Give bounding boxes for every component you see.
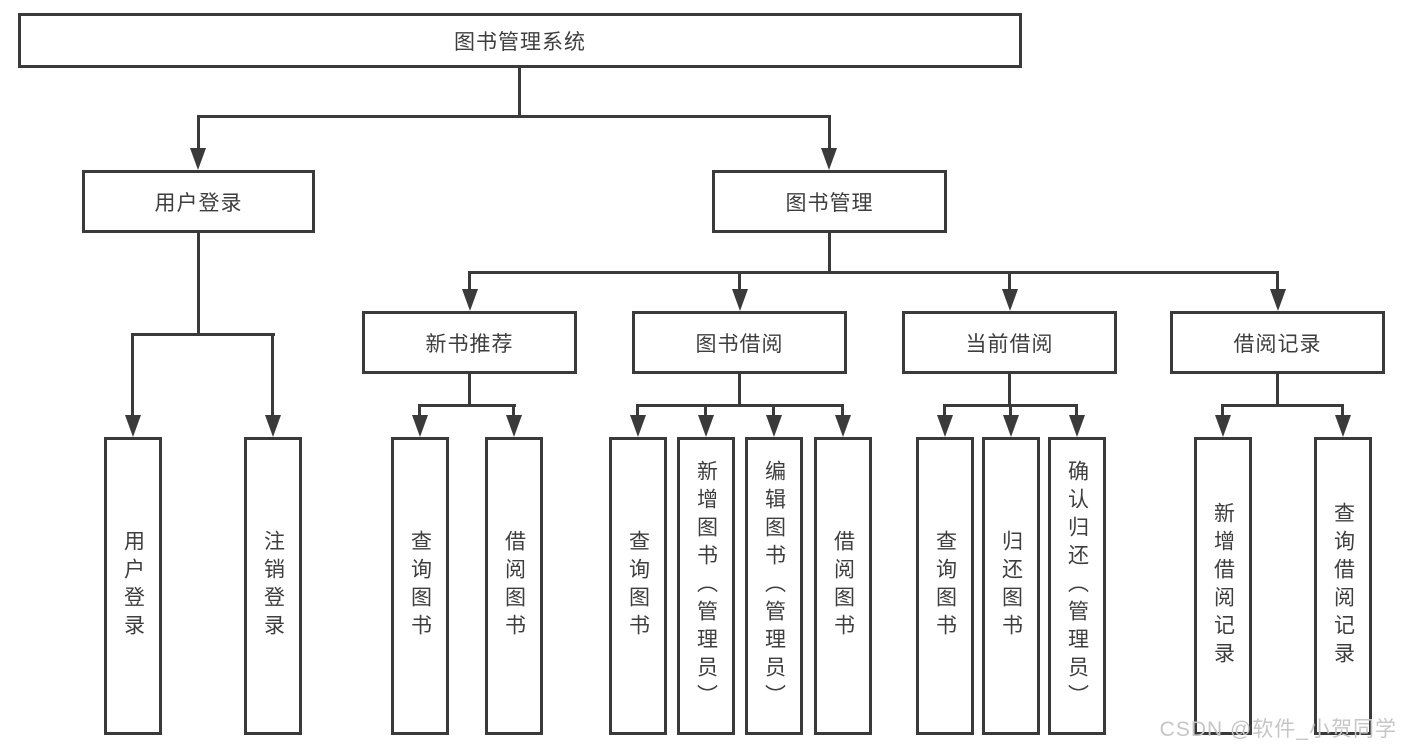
node-root-label: 图书管理系统: [454, 30, 586, 54]
connector-line: [468, 271, 1279, 274]
node-book-management: 图书管理: [712, 170, 947, 233]
connector-line: [1008, 374, 1011, 407]
csdn-watermark: CSDN @软件_小贺同学: [1159, 718, 1397, 741]
connector-arrowhead-icon: [1215, 415, 1231, 437]
connector-line: [197, 115, 831, 118]
leaf-query-books-2-label: 查询图书: [626, 530, 650, 642]
leaf-borrow-books-2-label: 借阅图书: [831, 530, 855, 642]
connector-line: [1009, 404, 1012, 417]
connector-line: [418, 404, 516, 407]
connector-line: [418, 404, 421, 417]
leaf-add-borrow-record-label: 新增借阅记录: [1211, 502, 1235, 670]
connector-arrowhead-icon: [462, 289, 478, 311]
leaf-return-books-label: 归还图书: [999, 530, 1023, 642]
node-borrowing-records-label: 借阅记录: [1233, 332, 1322, 356]
leaf-edit-books-admin: 编辑图书（管理员）: [745, 437, 803, 735]
leaf-confirm-return-admin: 确认归还（管理员）: [1048, 437, 1106, 735]
leaf-user-login: 用户登录: [104, 437, 162, 735]
connector-arrowhead-icon: [125, 415, 141, 437]
connector-arrowhead-icon: [265, 415, 281, 437]
connector-arrowhead-icon: [937, 415, 953, 437]
node-current-borrowing: 当前借阅: [902, 311, 1117, 374]
connector-arrowhead-icon: [412, 415, 428, 437]
connector-line: [518, 68, 521, 118]
node-new-book-recommend: 新书推荐: [362, 311, 577, 374]
connector-arrowhead-icon: [1270, 289, 1286, 311]
connector-line: [1008, 271, 1011, 291]
leaf-borrow-books-1: 借阅图书: [485, 437, 543, 735]
connector-line: [1221, 404, 1344, 407]
connector-line: [197, 233, 200, 336]
connector-line: [738, 374, 741, 407]
connector-line: [636, 404, 639, 417]
connector-line: [512, 404, 515, 417]
connector-line: [131, 333, 275, 336]
leaf-user-login-label: 用户登录: [121, 530, 145, 642]
connector-arrowhead-icon: [766, 415, 782, 437]
connector-arrowhead-icon: [732, 289, 748, 311]
connector-arrowhead-icon: [835, 415, 851, 437]
connector-line: [468, 374, 471, 407]
node-user-login-label: 用户登录: [154, 191, 243, 215]
node-user-login: 用户登录: [82, 170, 315, 233]
node-book-management-label: 图书管理: [785, 191, 874, 215]
leaf-query-borrow-record-label: 查询借阅记录: [1331, 502, 1355, 670]
connector-line: [1341, 404, 1344, 417]
connector-arrowhead-icon: [1069, 415, 1085, 437]
connector-arrowhead-icon: [506, 415, 522, 437]
connector-line: [841, 404, 844, 417]
node-book-borrowing-label: 图书借阅: [695, 332, 784, 356]
connector-line: [131, 333, 134, 417]
connector-arrowhead-icon: [1003, 415, 1019, 437]
connector-line: [1276, 374, 1279, 407]
connector-arrowhead-icon: [630, 415, 646, 437]
leaf-borrow-books-2: 借阅图书: [814, 437, 872, 735]
leaf-add-books-admin-label: 新增图书（管理员）: [694, 460, 718, 712]
leaf-borrow-books-1-label: 借阅图书: [502, 530, 526, 642]
connector-line: [197, 115, 200, 150]
leaf-logout-label: 注销登录: [261, 530, 285, 642]
node-borrowing-records: 借阅记录: [1170, 311, 1385, 374]
node-current-borrowing-label: 当前借阅: [965, 332, 1054, 356]
connector-line: [1221, 404, 1224, 417]
node-root: 图书管理系统: [18, 13, 1022, 68]
leaf-add-borrow-record: 新增借阅记录: [1194, 437, 1252, 735]
leaf-add-books-admin: 新增图书（管理员）: [677, 437, 735, 735]
node-book-borrowing: 图书借阅: [632, 311, 847, 374]
leaf-query-books-1-label: 查询图书: [408, 530, 432, 642]
connector-line: [271, 333, 274, 417]
connector-line: [772, 404, 775, 417]
connector-line: [738, 271, 741, 291]
leaf-confirm-return-admin-label: 确认归还（管理员）: [1065, 460, 1089, 712]
leaf-return-books: 归还图书: [982, 437, 1040, 735]
node-new-book-recommend-label: 新书推荐: [425, 332, 514, 356]
leaf-logout: 注销登录: [244, 437, 302, 735]
connector-line: [828, 233, 831, 274]
connector-line: [704, 404, 707, 417]
leaf-query-books-2: 查询图书: [609, 437, 667, 735]
connector-line: [1276, 271, 1279, 291]
leaf-edit-books-admin-label: 编辑图书（管理员）: [762, 460, 786, 712]
connector-line: [943, 404, 946, 417]
connector-line: [636, 404, 844, 407]
connector-line: [828, 115, 831, 150]
leaf-query-books-1: 查询图书: [391, 437, 449, 735]
connector-arrowhead-icon: [698, 415, 714, 437]
connector-arrowhead-icon: [1002, 289, 1018, 311]
connector-line: [1075, 404, 1078, 417]
connector-arrowhead-icon: [190, 148, 206, 170]
leaf-query-borrow-record: 查询借阅记录: [1314, 437, 1372, 735]
connector-line: [468, 271, 471, 291]
connector-arrowhead-icon: [821, 148, 837, 170]
connector-arrowhead-icon: [1335, 415, 1351, 437]
leaf-query-books-3: 查询图书: [916, 437, 974, 735]
leaf-query-books-3-label: 查询图书: [933, 530, 957, 642]
